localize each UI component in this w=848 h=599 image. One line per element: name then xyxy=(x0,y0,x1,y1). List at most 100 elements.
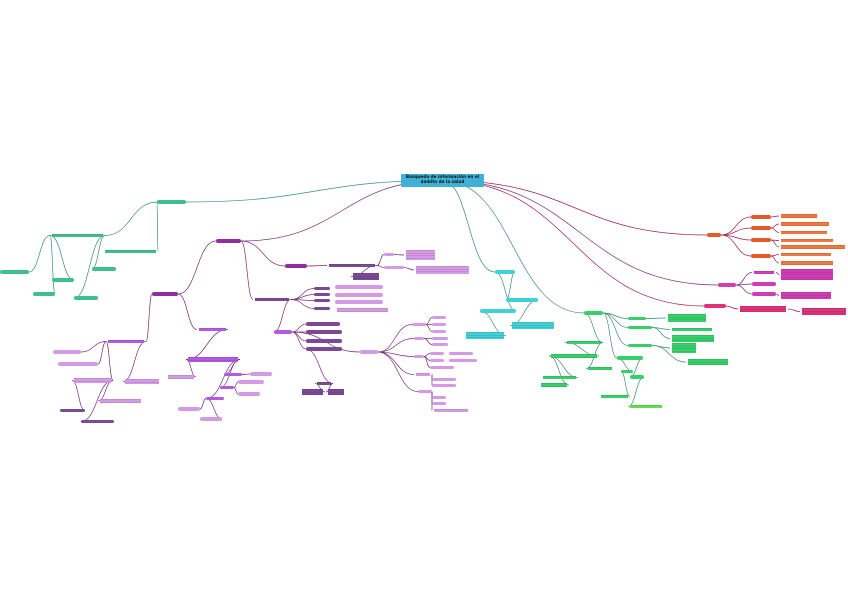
topic-node-purple-sub-2[interactable] xyxy=(152,292,178,296)
topic-node-violet-b[interactable] xyxy=(197,327,228,332)
topic-node-lilac-c9[interactable] xyxy=(430,352,444,355)
topic-node-lilac-c20[interactable] xyxy=(432,408,470,413)
topic-node-green-9[interactable] xyxy=(599,394,630,399)
topic-node-mauve-stack-3[interactable] xyxy=(326,388,346,396)
topic-node-magenta-main[interactable] xyxy=(718,283,736,287)
topic-node-green-17[interactable] xyxy=(686,358,730,366)
topic-node-mauve-a6[interactable] xyxy=(81,420,114,423)
topic-node-lilac-c3[interactable] xyxy=(432,323,446,326)
topic-node-lilac-b4[interactable] xyxy=(238,392,260,396)
topic-node-lilac-note-1[interactable] xyxy=(384,253,394,256)
topic-node-magenta-4[interactable] xyxy=(779,268,835,281)
topic-node-lilac-b3[interactable] xyxy=(238,380,264,384)
topic-node-lilac-c17[interactable] xyxy=(418,390,432,393)
topic-node-lilac-c6[interactable] xyxy=(432,337,448,340)
topic-node-orange-3[interactable] xyxy=(751,238,771,242)
topic-node-cyan-4[interactable] xyxy=(510,321,556,330)
topic-node-mauve-a2[interactable] xyxy=(306,330,342,334)
topic-node-lilac-b6[interactable] xyxy=(200,417,222,421)
topic-node-lilac-c1[interactable] xyxy=(412,323,426,326)
topic-node-magenta-5[interactable] xyxy=(779,291,833,300)
topic-node-pink-1[interactable] xyxy=(738,305,788,313)
topic-node-magenta-2[interactable] xyxy=(752,282,776,286)
topic-node-mauve-a5[interactable] xyxy=(60,409,85,412)
topic-node-mauve-leaf-4[interactable] xyxy=(314,307,330,310)
topic-node-orange-l2[interactable] xyxy=(779,221,831,227)
topic-node-lilac-note-3[interactable] xyxy=(384,266,404,269)
topic-node-orange-1[interactable] xyxy=(751,215,771,219)
topic-node-violet-b1[interactable] xyxy=(186,356,240,363)
topic-node-lilac-c13[interactable] xyxy=(430,366,454,369)
topic-node-mauve-stack-2[interactable] xyxy=(300,388,325,396)
topic-node-lilac-note-4[interactable] xyxy=(414,265,471,275)
topic-node-lilac-a2[interactable] xyxy=(58,362,98,366)
topic-node-lilac-c14[interactable] xyxy=(414,372,432,377)
topic-node-green-4[interactable] xyxy=(541,375,578,380)
topic-node-teal-leaf-4[interactable] xyxy=(74,296,98,300)
topic-node-violet-a[interactable] xyxy=(106,339,146,344)
topic-node-lilac-c11[interactable] xyxy=(430,359,444,362)
topic-node-cyan-3[interactable] xyxy=(464,331,506,340)
central-topic[interactable]: Búsqueda de información en el ámbito de … xyxy=(401,174,484,187)
topic-node-green-3[interactable] xyxy=(586,366,614,371)
topic-node-lilac-b2[interactable] xyxy=(250,372,272,376)
topic-node-green-5[interactable] xyxy=(539,382,569,388)
topic-node-green-main[interactable] xyxy=(584,311,603,315)
topic-node-lilac-hub[interactable] xyxy=(360,350,378,354)
topic-node-mauve-hub-1[interactable] xyxy=(327,263,377,268)
topic-node-lilac-leaf-4[interactable] xyxy=(335,307,390,313)
topic-node-violet-b4[interactable] xyxy=(206,397,224,400)
topic-node-lilac-leaf-3[interactable] xyxy=(335,300,383,304)
topic-node-mauve-leaf-3[interactable] xyxy=(314,299,330,302)
topic-node-mauve-a4[interactable] xyxy=(306,347,342,351)
topic-node-teal-sub[interactable] xyxy=(50,233,105,238)
topic-node-green-12[interactable] xyxy=(628,344,652,347)
topic-node-mauve-a3[interactable] xyxy=(306,339,342,343)
topic-node-green-8[interactable] xyxy=(630,375,644,379)
topic-node-orange-l5[interactable] xyxy=(779,244,847,250)
topic-node-mauve-stack[interactable] xyxy=(315,381,333,386)
topic-node-teal-leaf-3[interactable] xyxy=(52,278,74,282)
topic-node-green-6[interactable] xyxy=(617,356,643,360)
topic-node-lilac-note-2[interactable] xyxy=(404,249,437,261)
topic-node-orange-main[interactable] xyxy=(707,233,721,237)
topic-node-teal-note[interactable] xyxy=(103,249,158,254)
topic-node-orange-l3[interactable] xyxy=(779,230,829,235)
topic-node-lilac-c18[interactable] xyxy=(432,396,446,399)
topic-node-cyan-main[interactable] xyxy=(495,270,515,274)
topic-node-lilac-c16[interactable] xyxy=(432,384,456,387)
topic-node-orange-l6[interactable] xyxy=(779,252,833,257)
topic-node-lilac-a3[interactable] xyxy=(72,377,113,384)
topic-node-lilac-c15[interactable] xyxy=(432,378,456,381)
topic-node-mauve-hub-3[interactable] xyxy=(253,297,291,302)
topic-node-green-1[interactable] xyxy=(565,340,603,345)
topic-node-magenta-3[interactable] xyxy=(752,292,776,296)
topic-node-green-13[interactable] xyxy=(666,313,708,323)
topic-node-lilac-a4[interactable] xyxy=(123,378,161,385)
topic-node-cyan-1[interactable] xyxy=(480,309,516,313)
topic-node-lilac-c8[interactable] xyxy=(414,355,424,358)
topic-node-lime-1[interactable] xyxy=(628,404,664,409)
topic-node-green-14[interactable] xyxy=(670,327,714,332)
topic-node-lilac-c19[interactable] xyxy=(432,402,446,405)
topic-node-violet-hub-a[interactable] xyxy=(274,330,292,334)
topic-node-lilac-a5[interactable] xyxy=(98,398,143,404)
topic-node-orange-2[interactable] xyxy=(751,226,771,230)
topic-node-green-2[interactable] xyxy=(549,353,599,359)
topic-node-violet-b3[interactable] xyxy=(220,386,234,389)
topic-node-lilac-c7[interactable] xyxy=(432,343,448,346)
topic-node-purple-main[interactable] xyxy=(216,239,241,243)
topic-node-mauve-leaf-1[interactable] xyxy=(314,287,330,290)
topic-node-lilac-c5[interactable] xyxy=(414,337,424,340)
topic-node-violet-b2[interactable] xyxy=(224,373,242,376)
topic-node-green-10[interactable] xyxy=(628,317,646,320)
topic-node-green-11[interactable] xyxy=(628,326,652,329)
topic-node-lilac-b1[interactable] xyxy=(166,374,196,380)
topic-node-orange-l7[interactable] xyxy=(779,260,835,266)
topic-node-green-16[interactable] xyxy=(670,342,698,354)
topic-node-pink-main[interactable] xyxy=(704,304,726,308)
topic-node-lilac-leaf-1[interactable] xyxy=(335,285,383,289)
topic-node-lilac-c12[interactable] xyxy=(449,359,477,362)
topic-node-lilac-c4[interactable] xyxy=(432,330,446,333)
topic-node-mauve-leaf-2[interactable] xyxy=(314,293,330,296)
